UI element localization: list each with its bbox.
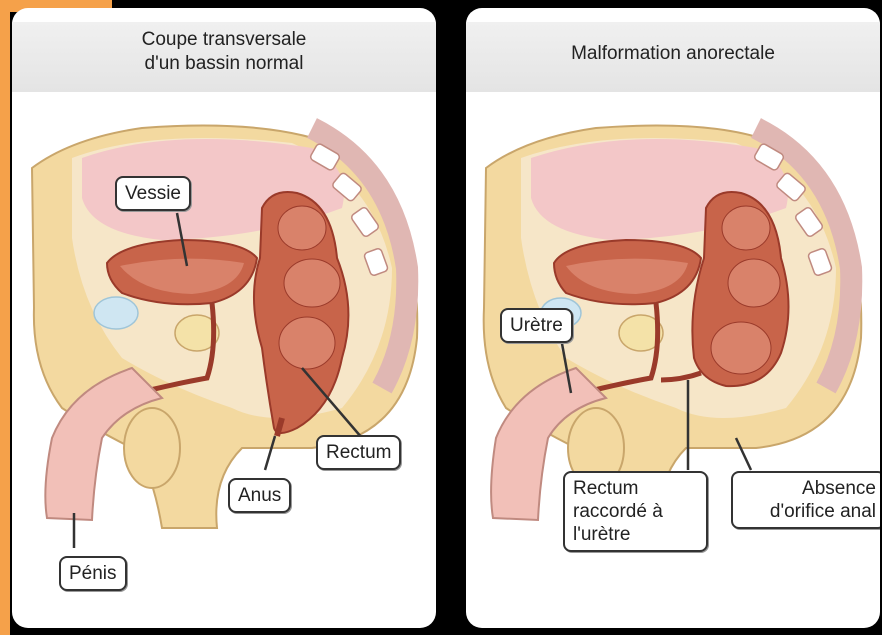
rectum-raccorde-line2: raccordé à	[573, 500, 698, 523]
rectum-raccorde-line3: l'urètre	[573, 523, 698, 546]
label-rectum: Rectum	[316, 435, 401, 470]
normal-pelvis-illustration	[12, 8, 436, 628]
label-absence-orifice: Absence d'orifice anal	[731, 471, 880, 529]
label-uretre: Urètre	[500, 308, 573, 343]
panel-normal-pelvis: Coupe transversale d'un bassin normal	[12, 8, 436, 628]
panel-anorectal-malformation: Malformation anorectale	[466, 8, 880, 628]
absence-line2: d'orifice anal	[741, 500, 876, 523]
label-penis: Pénis	[59, 556, 127, 591]
rectum-raccorde-line1: Rectum	[573, 477, 698, 500]
frame-accent-left	[0, 0, 10, 635]
pubic-bone	[94, 297, 138, 329]
label-rectum-raccorde: Rectum raccordé à l'urètre	[563, 471, 708, 552]
label-vessie: Vessie	[115, 176, 191, 211]
label-anus: Anus	[228, 478, 291, 513]
absence-line1: Absence	[741, 477, 876, 500]
testis	[124, 408, 180, 488]
